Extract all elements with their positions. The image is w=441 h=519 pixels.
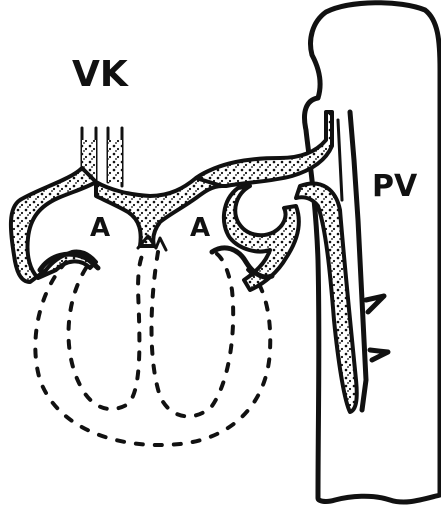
- vena-cava-right: [108, 128, 122, 186]
- capillary-loop-left-inner: [69, 252, 144, 409]
- body-outline: [305, 3, 441, 502]
- label-vk: VK: [72, 54, 129, 95]
- label-atrium-left: A: [90, 213, 110, 243]
- capillary-loop-right-inner: [152, 252, 234, 416]
- label-pv: PV: [372, 169, 418, 204]
- left-vessel: [11, 168, 96, 282]
- label-atrium-right: A: [190, 213, 210, 243]
- pulmonary-vessel: [296, 183, 357, 412]
